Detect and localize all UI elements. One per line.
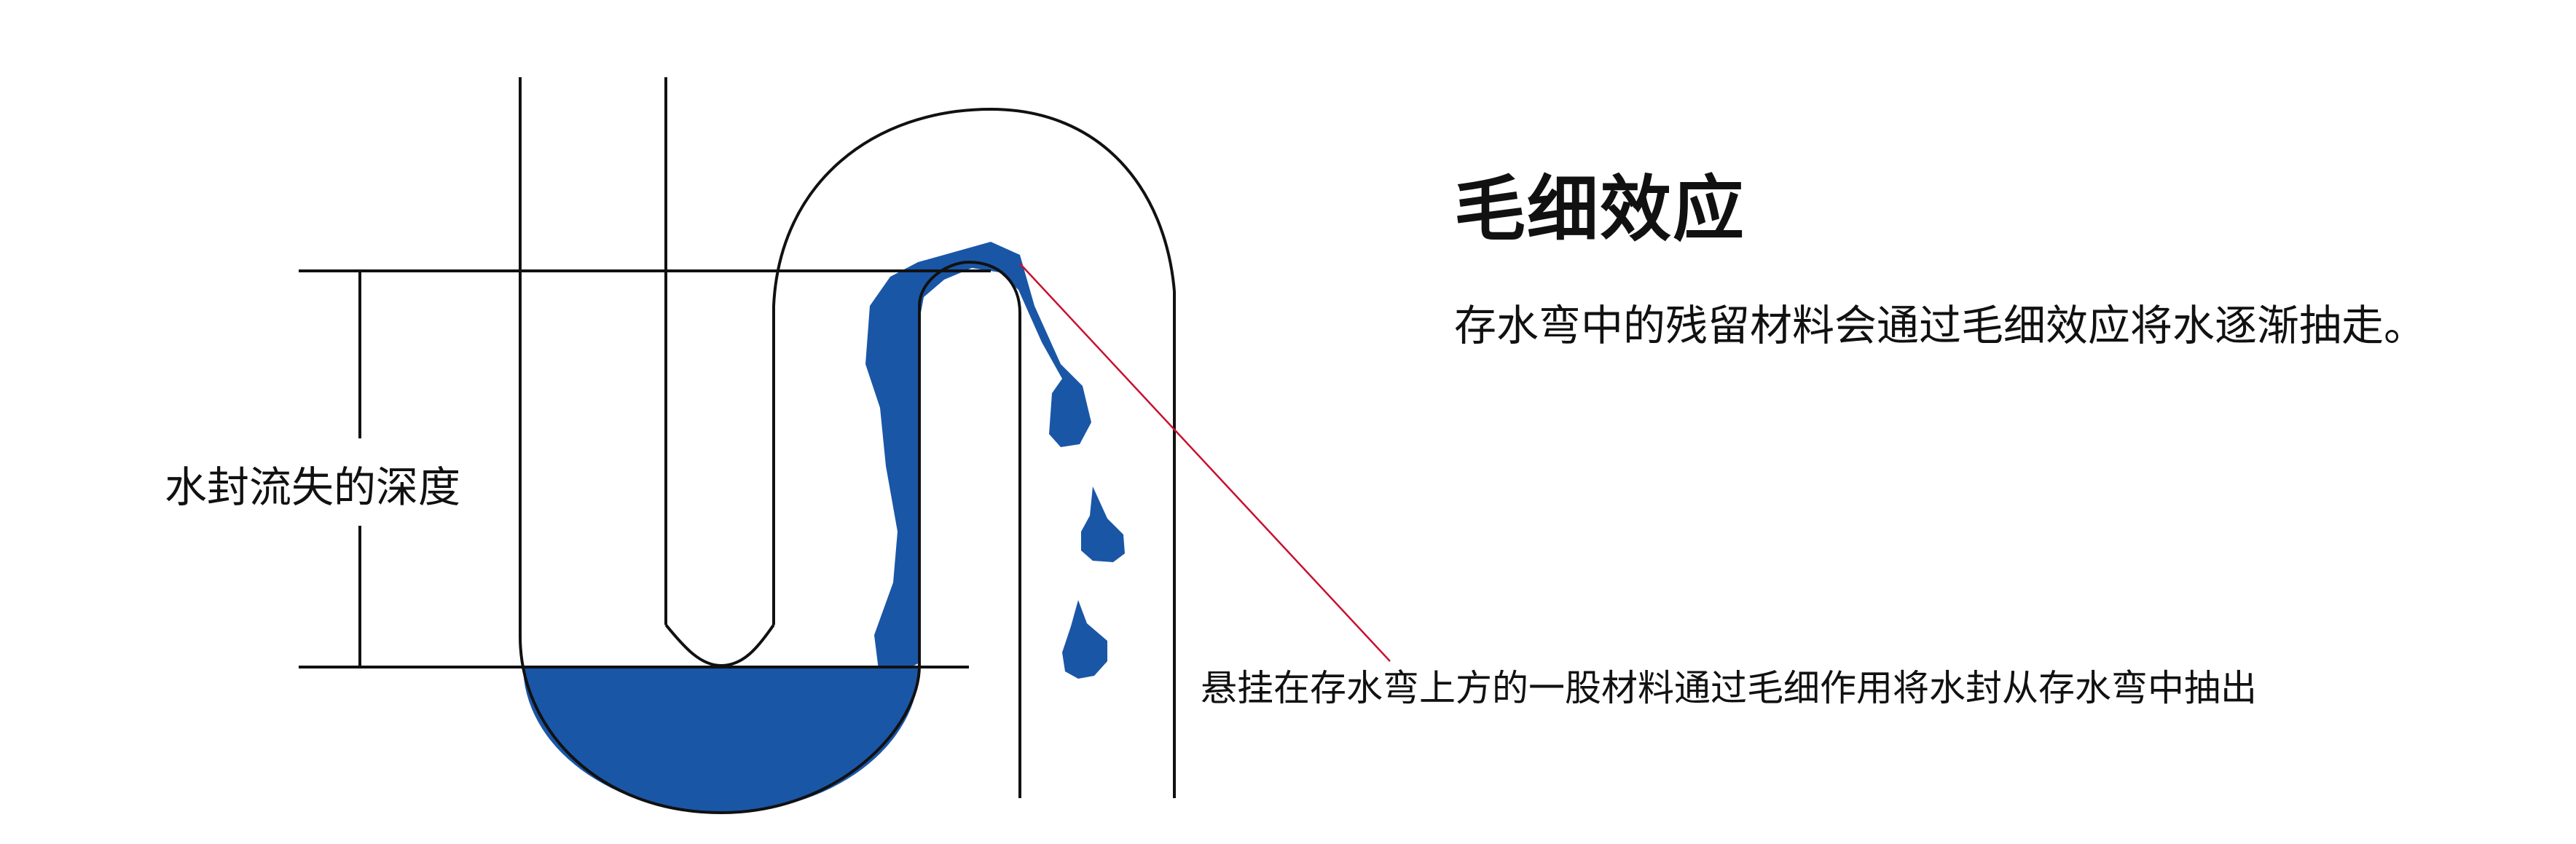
- trap-water-seal: [523, 666, 919, 813]
- diagram-title: 毛细效应: [1454, 168, 1746, 251]
- seal-depth-label: 水封流失的深度: [165, 462, 461, 512]
- callout-leader-line: [1019, 263, 1391, 662]
- capillary-material-strand: [865, 242, 1091, 682]
- water-drop: [1081, 486, 1125, 562]
- water-drop: [1062, 600, 1107, 679]
- pipe-outline: [519, 77, 1176, 815]
- diagram-description: 存水弯中的残留材料会通过毛细效应将水逐渐抽走。: [1454, 301, 2427, 350]
- seal-depth-dimension: [299, 269, 991, 669]
- callout-label: 悬挂在存水弯上方的一股材料通过毛细作用将水封从存水弯中抽出: [1201, 667, 2257, 709]
